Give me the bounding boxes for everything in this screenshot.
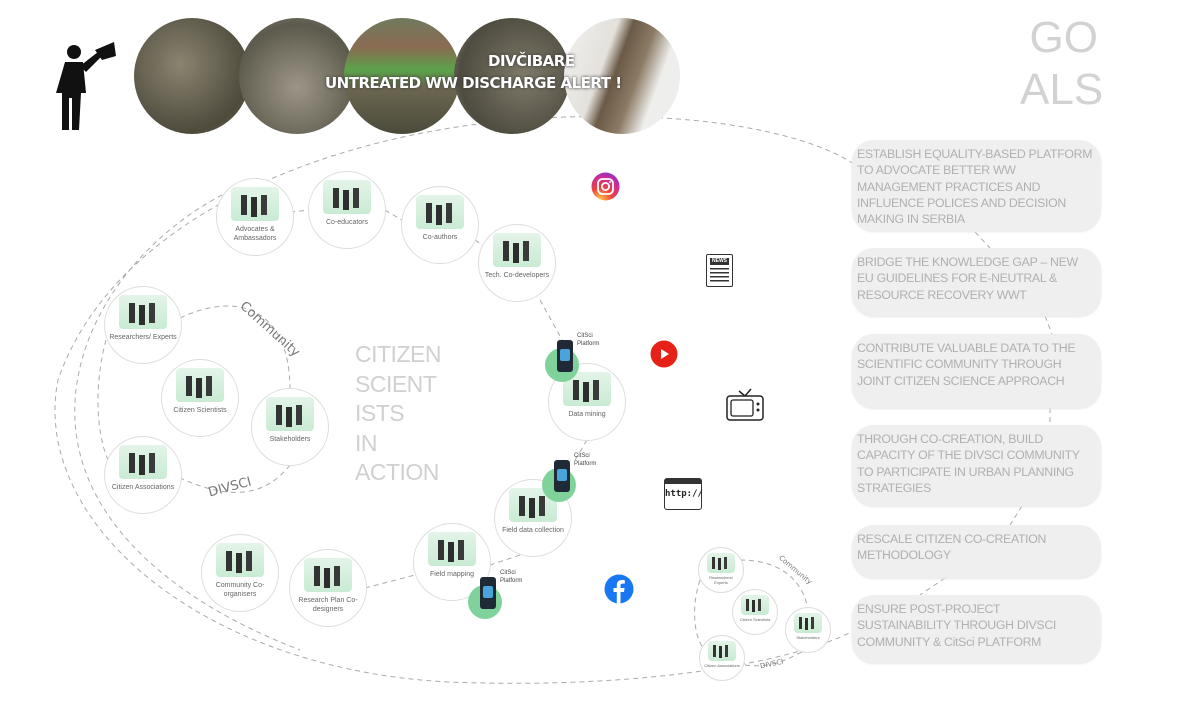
- node-label: Researchers/ Experts: [709, 575, 733, 585]
- node-label: Field mapping: [430, 571, 474, 578]
- node-research-plan: Research Plan Co-designers: [289, 549, 367, 627]
- illustration: [493, 233, 541, 267]
- illustration: [509, 488, 557, 522]
- goal-card: ENSURE POST-PROJECT SUSTAINABILITY THROU…: [852, 595, 1101, 663]
- community-loop: [97, 305, 291, 493]
- node-label: Citizen Associations: [704, 663, 740, 668]
- platform-label: CitSci Platform: [574, 453, 597, 467]
- node-field-mapping: Field mapping: [413, 523, 491, 601]
- center-title: CITIZEN SCIENT ISTS IN ACTION: [355, 340, 441, 488]
- citsci-platform-phone: CitSci Platform: [468, 570, 522, 619]
- node-stakeholders: Stakeholders: [251, 388, 329, 466]
- youtube-icon[interactable]: [650, 340, 678, 368]
- photo-pond: [344, 18, 460, 134]
- illustration: [231, 187, 279, 221]
- illustration: [266, 397, 314, 431]
- node-data-mining: Data mining: [548, 363, 626, 441]
- goals-title-line: ALS: [1020, 65, 1104, 114]
- illustration: [707, 553, 735, 573]
- goal-card: THROUGH CO-CREATION, BUILD CAPACITY OF T…: [852, 425, 1101, 506]
- illustration: [323, 180, 371, 214]
- node-label: Co-authors: [422, 234, 458, 241]
- node-label: Data mining: [568, 411, 606, 418]
- node-co-authors: Co-authors: [401, 186, 479, 264]
- goal-card: ESTABLISH EQUALITY-BASED PLATFORM TO ADV…: [852, 140, 1101, 231]
- illustration: [304, 558, 352, 592]
- title-line: ISTS: [355, 400, 405, 426]
- node-label: Citizen Associations: [111, 484, 175, 491]
- illustration: [176, 368, 224, 402]
- phone-icon: [480, 577, 496, 609]
- title-line: CITIZEN: [355, 341, 441, 367]
- goals-title-line: GO: [1029, 13, 1098, 62]
- node-label: Citizen Scientists: [739, 617, 771, 622]
- outer-loop-top: [639, 116, 856, 166]
- photo-stream-1: [134, 18, 250, 134]
- person-megaphone-icon: [56, 42, 116, 130]
- illustration: [119, 445, 167, 479]
- goal-card: RESCALE CITIZEN CO-CREATION METHODOLOGY: [852, 525, 1101, 578]
- node-citizen-associations: Citizen Associations: [104, 436, 182, 514]
- photo-snow-stream: [564, 18, 680, 134]
- illustration: [216, 543, 264, 577]
- node-label: Tech. Co-developers: [484, 272, 550, 279]
- illustration: [416, 195, 464, 229]
- node-label: Stakeholders: [796, 635, 820, 640]
- goal-card: BRIDGE THE KNOWLEDGE GAP – NEW EU GUIDEL…: [852, 248, 1101, 316]
- news-label: NEWS: [710, 258, 729, 265]
- http-label: http://: [665, 489, 703, 499]
- citsci-platform-phone: CitSci Platform: [545, 333, 599, 382]
- phone-icon: [557, 340, 573, 372]
- node-label: Stakeholders: [269, 436, 311, 443]
- node-tech-codevelopers: Tech. Co-developers: [478, 224, 556, 302]
- title-line: SCIENT: [355, 370, 437, 397]
- facebook-icon[interactable]: [604, 574, 634, 604]
- banner-alert: UNTREATED WW DISCHARGE ALERT !: [325, 74, 622, 92]
- mini-node-stakeholders: Stakeholders: [785, 607, 831, 653]
- goal-chain: [919, 231, 1053, 596]
- instagram-icon[interactable]: [591, 172, 620, 201]
- inner-loop: [74, 179, 301, 651]
- tv-icon[interactable]: [726, 385, 764, 423]
- node-researchers: Researchers/ Experts: [104, 286, 182, 364]
- node-label: Field data collection: [502, 527, 564, 534]
- outer-loop: [54, 116, 856, 684]
- platform-label: CitSci Platform: [500, 570, 523, 584]
- node-advocates: Advocates & Ambassadors: [216, 178, 294, 256]
- node-community-coorganisers: Community Co-organisers: [201, 534, 279, 612]
- illustration: [708, 641, 736, 661]
- banner-location: DIVČIBARE: [488, 52, 575, 70]
- mini-node-citizen-associations: Citizen Associations: [699, 635, 745, 681]
- node-label: Advocates & Ambassadors: [233, 226, 277, 242]
- illustration: [794, 613, 822, 633]
- node-label: Citizen Scientists: [173, 407, 227, 414]
- newspaper-icon[interactable]: NEWS: [706, 254, 733, 287]
- title-line: IN: [355, 429, 377, 456]
- mini-node-researchers: Researchers/ Experts: [698, 547, 744, 593]
- illustration: [741, 595, 769, 615]
- illustration: [119, 295, 167, 329]
- photo-stream-2: [239, 18, 355, 134]
- node-label: Research Plan Co-designers: [298, 597, 358, 613]
- goal-card: CONTRIBUTE VALUABLE DATA TO THE SCIENTIF…: [852, 334, 1101, 408]
- photo-discharge: [454, 18, 570, 134]
- title-line: ACTION: [355, 459, 439, 485]
- node-co-educators: Co-educators: [308, 171, 386, 249]
- platform-label: CitSci Platform: [577, 333, 600, 347]
- node-field-data: Field data collection: [494, 479, 572, 557]
- node-citizen-scientists: Citizen Scientists: [161, 359, 239, 437]
- node-label: Co-educators: [325, 219, 369, 226]
- citsci-platform-phone: CitSci Platform: [542, 453, 596, 502]
- mini-node-citizen-scientists: Citizen Scientists: [732, 589, 778, 635]
- goals-title: GO ALS: [1020, 12, 1104, 116]
- node-label: Community Co-organisers: [215, 582, 265, 598]
- phone-icon: [554, 460, 570, 492]
- illustration: [428, 532, 476, 566]
- node-label: Researchers/ Experts: [109, 334, 177, 341]
- http-browser-icon[interactable]: http://: [664, 478, 703, 510]
